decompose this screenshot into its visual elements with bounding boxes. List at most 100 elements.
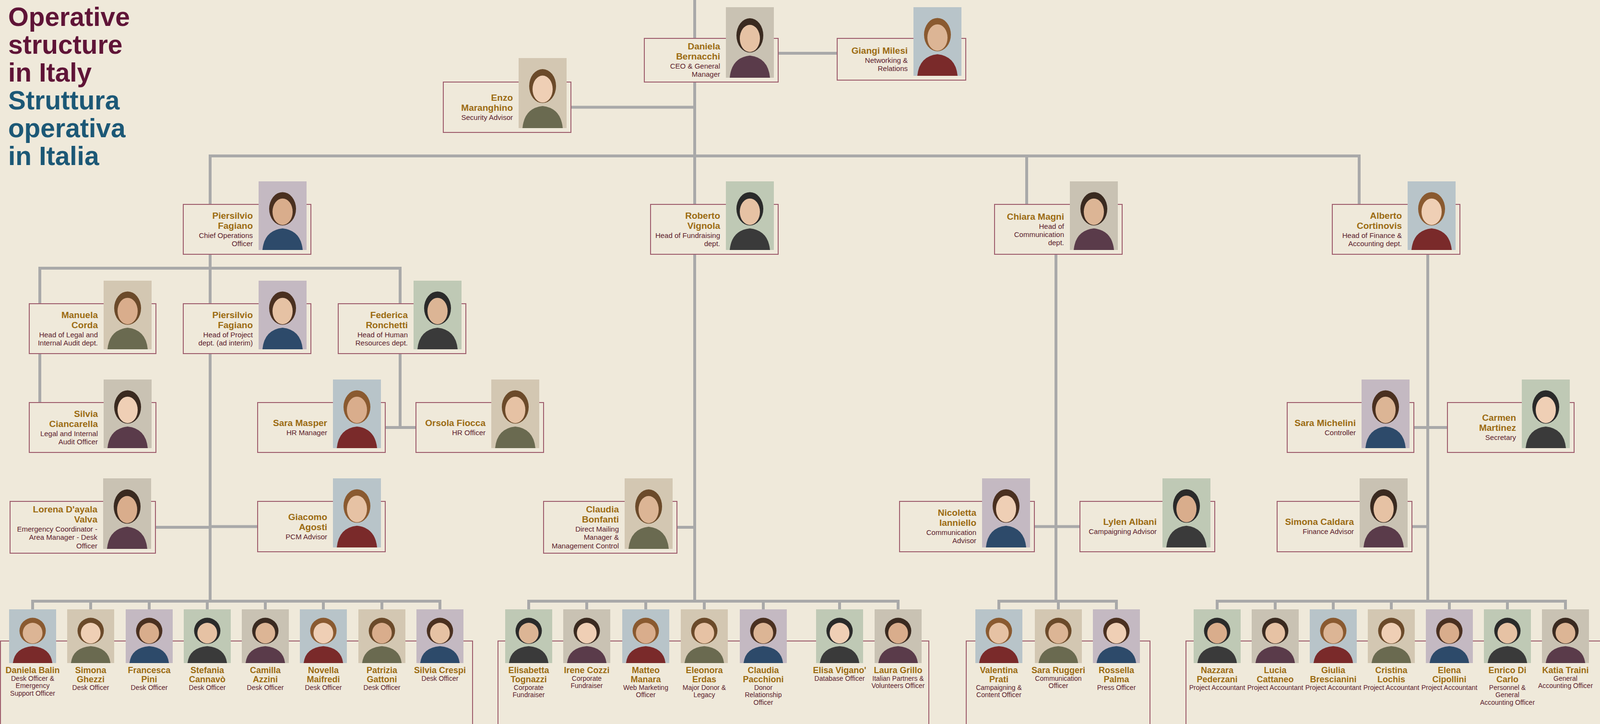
job-title: Press Officer [1088,684,1145,692]
portrait-ground [563,609,611,664]
photo [1193,609,1241,664]
portrait-ground [103,478,152,549]
photo [1251,609,1299,664]
org-connector [586,254,695,610]
portrait-hair [1262,617,1289,644]
text-block: Elisa Vigano'Database Officer [811,665,868,683]
portrait-ground [299,609,347,664]
text-block: Enrico Di CarloPersonnel & General Accou… [1479,665,1536,707]
photo [103,478,152,549]
person-name: Sara Ruggeri [1030,665,1087,676]
portrait-hair [114,291,142,325]
org-connector [210,354,266,610]
person-name: Irene Cozzi [558,665,616,676]
person-name: Carmen Martinez [1451,413,1517,434]
org-connector [1034,254,1056,527]
portrait-face [139,622,159,644]
person-name: Enzo Maranghino [447,93,513,114]
portrait [67,609,115,664]
job-title: Head of Human Resources dept. [342,330,408,348]
org-connector [1055,254,1117,610]
portrait-body [1365,426,1406,449]
portrait-ground [1193,609,1241,664]
person-card: Giulia BrescianiniProject Accountant [1304,609,1362,692]
portrait-face [1421,198,1442,226]
portrait-ground [913,7,962,76]
org-connector [645,254,695,610]
person-card: Elisa Vigano'Database Officer [811,609,868,683]
portrait-face [255,622,275,644]
person-name: Giangi Milesi [841,46,908,57]
job-title: Desk Officer [62,684,119,692]
portrait-body [262,228,303,250]
text-block: Claudia PacchioniDonor Relationship Offi… [734,665,792,707]
job-title: Desk Officer [237,684,294,692]
person-name: Piersilvio Fagiano [187,211,253,232]
portrait-hair [691,617,718,644]
job-title: Chief Operations Officer [187,231,253,249]
org-connector [1055,254,1080,527]
portrait-body [12,646,53,664]
text-block: Stefania CannavòDesk Officer [178,665,236,692]
portrait-body [107,327,148,350]
job-title: PCM Advisor [261,532,328,541]
person-box: Federica RonchettiHead of Human Resource… [337,303,467,355]
org-connector [210,354,440,610]
job-title: Database Officer [811,675,868,683]
photo [982,478,1031,548]
person-card: Valentina PratiCampaigning & Content Off… [970,609,1028,700]
portrait-ground [1407,181,1456,250]
portrait-ground [725,181,774,250]
job-title: Legal and Internal Audit Officer [33,429,98,447]
portrait-hair [1418,191,1446,226]
job-title: Personnel & General Accounting Officer [1479,684,1536,707]
portrait-hair [924,17,951,51]
portrait-body [262,327,303,350]
portrait-ground [1069,181,1118,250]
text-block: Valentina PratiCampaigning & Content Off… [970,665,1028,700]
portrait [725,7,774,78]
text-block: Rossella PalmaPress Officer [1088,665,1145,692]
person-card: Irene CozziCorporate Fundraiser [558,609,616,690]
job-title: Donor Relationship Officer [734,684,792,707]
person-name: Matteo Manara [617,665,675,685]
photo [816,609,864,664]
text-block: Lylen AlbaniCampaigning Advisor [1084,517,1157,536]
text-block: Lucia CattaneoProject Accountant [1246,665,1304,692]
portrait-ground [332,379,381,449]
portrait-hair [985,617,1013,644]
text-block: Chiara MagniHead of Communication dept. [998,212,1065,248]
portrait-ground [103,280,152,350]
text-block: Silvia CiancarellaLegal and Internal Aud… [33,409,98,446]
portrait [183,609,231,664]
portrait [680,609,728,664]
portrait [125,609,173,664]
portrait-body [684,646,724,664]
text-block: Roberto VignolaHead of Fundraising dept. [654,211,721,248]
job-title: Head of Communication dept. [998,222,1065,248]
person-name: Katia Traini [1537,665,1594,676]
job-title: Finance Advisor [1281,527,1354,536]
text-block: Eleonora ErdasMajor Donor & Legacy [675,665,733,700]
portrait [624,478,673,549]
portrait-hair [1173,489,1200,523]
portrait-body [878,646,918,664]
portrait-face [1265,622,1285,644]
text-block: Daniela BernacchiCEO & General Manager [648,41,721,79]
photo [67,609,115,664]
person-box: Sara MasperHR Manager [257,402,386,453]
portrait-face [927,24,948,51]
portrait [1092,609,1140,664]
portrait [505,609,553,664]
person-name: Elena Cipollini [1421,665,1478,685]
person-card: Silvia CrespiDesk Officer [411,609,469,683]
portrait-face [888,622,908,644]
org-connector [694,82,1360,204]
portrait-body [628,526,669,549]
person-name: Giacomo Agosti [261,512,328,533]
text-block: Manuela CordaHead of Legal and Internal … [33,310,98,347]
portrait-face [22,622,43,644]
person-name: Claudia Bonfanti [547,504,619,525]
text-block: Claudia BonfantiDirect Mailing Manager &… [547,504,619,550]
portrait [258,181,307,250]
